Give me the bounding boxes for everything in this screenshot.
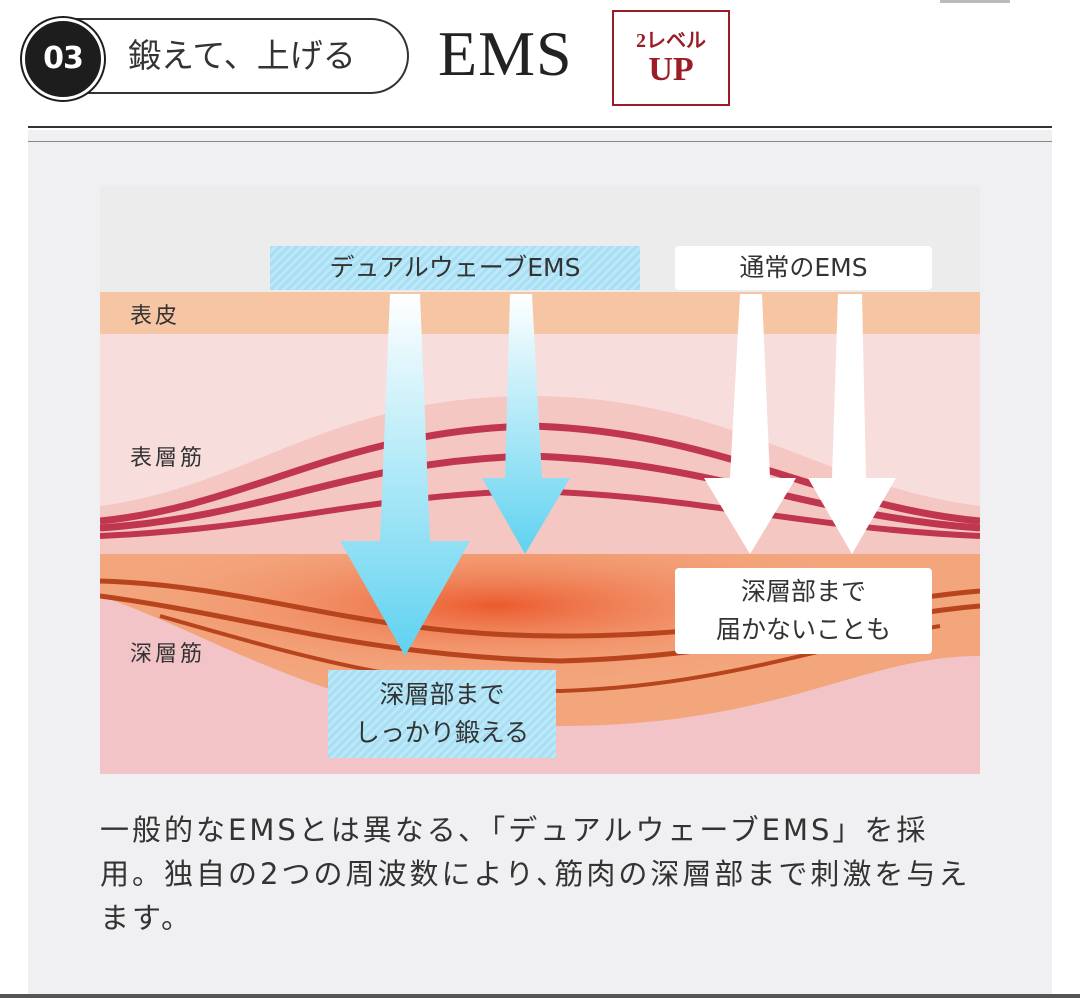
epidermis-layer: [100, 292, 980, 334]
description-text: 一般的なEMSとは異なる､「デュアルウェーブEMS」を採用。独自の2つの周波数に…: [100, 813, 971, 935]
dual-wave-ems-label: デュアルウェーブEMS: [270, 246, 640, 290]
section-subtitle: 鍛えて、上げる: [128, 36, 356, 75]
section-title: EMS: [438, 18, 573, 89]
bottom-divider: [0, 994, 1080, 998]
level-up-badge-top: 2レベル: [636, 30, 706, 52]
dual-wave-result-box: 深層部まで しっかり鍛える: [328, 670, 556, 758]
section-number-badge: 03: [22, 18, 104, 100]
ems-depth-diagram: デュアルウェーブEMS 通常のEMS 表皮 表層筋 深層筋 深層部まで しっかり…: [99, 186, 981, 774]
normal-ems-result-line2: 届かないことも: [715, 615, 891, 644]
header-divider: [28, 126, 1052, 128]
dual-wave-arrow-short: [482, 294, 570, 554]
level-up-badge: 2レベル UP: [612, 10, 730, 106]
normal-ems-result-box: 深層部まで 届かないことも: [675, 568, 932, 654]
normal-ems-arrow-1: [704, 294, 796, 554]
corner-line: [940, 0, 1010, 3]
surface-muscle-label: 表層筋: [130, 446, 206, 471]
section-pill: [64, 18, 409, 94]
epidermis-label: 表皮: [130, 304, 181, 329]
dual-wave-result-line2: しっかり鍛える: [354, 718, 530, 747]
normal-ems-arrow-2: [808, 294, 896, 554]
normal-ems-result-line1: 深層部まで: [740, 577, 866, 606]
dual-wave-result-line1: 深層部まで: [379, 680, 505, 709]
header-divider-thin: [28, 141, 1052, 142]
normal-ems-label: 通常のEMS: [675, 246, 932, 290]
deep-muscle-label: 深層筋: [130, 642, 206, 667]
dual-wave-arrow-long: [340, 294, 470, 656]
level-up-badge-main: UP: [648, 51, 694, 88]
